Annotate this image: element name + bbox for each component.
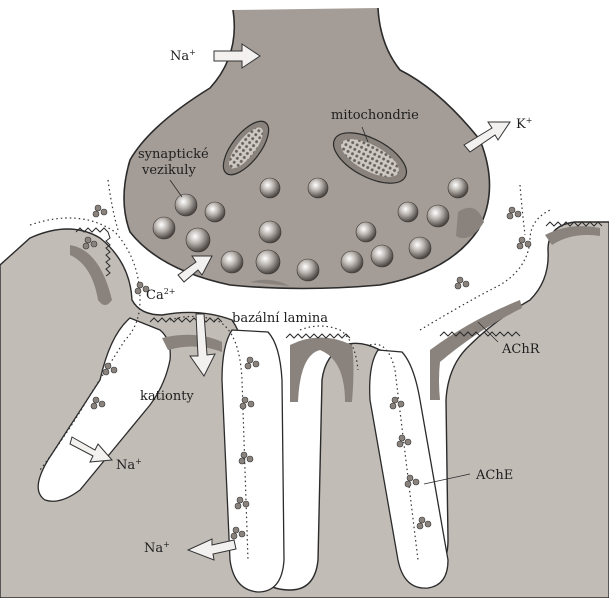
vesicle <box>205 202 225 222</box>
label-na-top: Na+ <box>170 48 196 64</box>
vesicle <box>308 178 328 198</box>
label-ache: AChE <box>475 468 513 483</box>
label-vesicles-line1: synaptické <box>138 147 209 162</box>
basal-lamina-top-right <box>520 185 525 235</box>
label-calcium: Ca2+ <box>146 287 176 303</box>
basal-lamina-top-left <box>108 180 118 230</box>
ache-cluster <box>507 207 521 219</box>
ache-cluster <box>93 205 107 217</box>
vesicle <box>427 205 449 227</box>
vesicle <box>356 222 376 242</box>
vesicle <box>448 178 468 198</box>
vesicle <box>175 194 197 216</box>
vesicle <box>398 202 418 222</box>
vesicle <box>186 228 210 252</box>
label-mitochondria: mitochondrie <box>331 108 419 123</box>
vesicle <box>409 237 431 259</box>
label-basal-lamina: bazální lamina <box>232 311 328 326</box>
label-achr: AChR <box>501 342 541 357</box>
label-vesicles-line2: vezikuly <box>141 163 196 178</box>
junctional-fold-center-left <box>222 330 284 592</box>
vesicle <box>341 251 363 273</box>
vesicle <box>371 245 393 267</box>
achr-zigzag-3 <box>286 334 350 338</box>
label-cations: kationty <box>140 389 194 404</box>
label-k: K+ <box>516 116 532 132</box>
ache-cluster <box>455 277 469 289</box>
vesicle <box>153 217 175 239</box>
vesicle <box>260 178 280 198</box>
vesicle <box>221 251 243 273</box>
vesicle <box>256 250 280 274</box>
vesicle <box>259 221 281 243</box>
vesicle <box>297 259 319 281</box>
